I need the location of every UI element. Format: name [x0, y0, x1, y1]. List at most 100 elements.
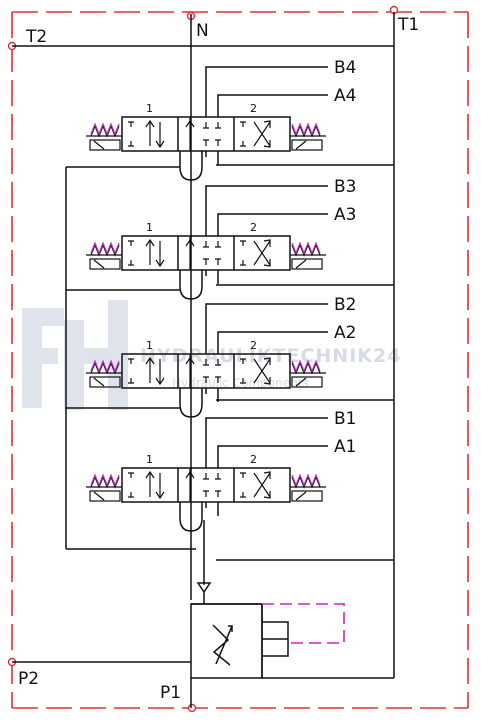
position-label: 1 — [146, 221, 153, 234]
blocked-port — [203, 122, 209, 129]
cross-arrow — [253, 240, 271, 266]
arrow-head — [145, 238, 155, 247]
arrow-head — [263, 471, 271, 479]
blocked-port — [128, 492, 134, 498]
spring-icon — [90, 124, 120, 138]
blocked-port — [215, 241, 221, 248]
blocked-port — [128, 472, 134, 478]
cross-arrow — [253, 472, 271, 498]
position-label: 2 — [250, 221, 257, 234]
arrow-head — [263, 120, 271, 128]
spring-icon — [90, 243, 120, 257]
a-port-label: A4 — [334, 86, 356, 106]
blocked-port — [203, 258, 209, 265]
blocked-port — [215, 376, 221, 383]
solenoid-box — [89, 376, 121, 388]
blocked-port — [215, 473, 221, 480]
blocked-port — [240, 260, 246, 266]
a-line — [217, 213, 328, 236]
bypass-loop — [179, 270, 203, 300]
a-port-label: A2 — [334, 323, 356, 343]
port-label-t2: T2 — [25, 27, 47, 47]
arrow-head — [155, 140, 165, 149]
blocked-port — [128, 260, 134, 266]
port-label-p1: P1 — [160, 683, 181, 703]
arrow-head — [145, 470, 155, 479]
b-port-label: B3 — [334, 177, 356, 197]
blocked-port — [240, 358, 246, 364]
bypass-loop — [179, 502, 203, 532]
blocked-port — [215, 258, 221, 265]
position-label: 1 — [146, 453, 153, 466]
solenoid-line — [93, 140, 105, 150]
solenoid-line — [295, 259, 307, 269]
solenoid-box — [291, 139, 323, 151]
spring-icon — [90, 475, 120, 489]
blocked-port — [215, 490, 221, 497]
blocked-port — [203, 490, 209, 497]
blocked-port — [203, 359, 209, 366]
arrow-head — [263, 377, 271, 385]
cross-arrow — [253, 358, 271, 384]
watermark-brand: HYDRAULIKTECHNIK24 — [140, 345, 401, 367]
arrow-head — [185, 356, 195, 365]
blocked-port — [215, 139, 221, 146]
spring-icon — [291, 122, 321, 136]
blocked-port — [203, 139, 209, 146]
b-port-label: B2 — [334, 295, 356, 315]
solenoid-box — [291, 258, 323, 270]
arrow-head — [263, 491, 271, 499]
spring-icon — [90, 361, 120, 375]
position-label: 2 — [250, 102, 257, 115]
position-label: 2 — [250, 453, 257, 466]
spring-icon — [291, 124, 321, 138]
position-label: 2 — [250, 339, 257, 352]
watermark: HYDRAULIKTECHNIK24 Hydraulic Components — [22, 300, 401, 410]
a-port-label: A1 — [334, 437, 356, 457]
blocked-port — [240, 121, 246, 127]
solenoid-box — [291, 490, 323, 502]
arrow-head — [263, 357, 271, 365]
b-line — [205, 417, 328, 468]
blocked-port — [215, 122, 221, 129]
blocked-port — [128, 358, 134, 364]
arrow-head — [185, 470, 195, 479]
spring-icon — [90, 359, 120, 373]
spring-icon — [291, 243, 321, 257]
blocked-port — [203, 376, 209, 383]
blocked-port — [240, 240, 246, 246]
b-line — [205, 185, 328, 236]
solenoid-line — [295, 140, 307, 150]
spring-icon — [291, 475, 321, 489]
arrow-head — [185, 238, 195, 247]
blocked-port — [128, 240, 134, 246]
solenoid-box — [89, 258, 121, 270]
port-label-t1: T1 — [397, 15, 419, 35]
arrow-head — [263, 140, 271, 148]
b-port-label: B1 — [334, 409, 356, 429]
solenoid-box — [89, 490, 121, 502]
blocked-port — [128, 378, 134, 384]
solenoid-line — [295, 491, 307, 501]
spring-icon — [90, 473, 120, 487]
position-label: 1 — [146, 102, 153, 115]
blocked-port — [240, 492, 246, 498]
arrow-head — [155, 377, 165, 386]
relief-valve — [12, 560, 395, 708]
blocked-port — [240, 141, 246, 147]
blocked-port — [203, 473, 209, 480]
bypass-loop — [179, 388, 203, 418]
blocked-port — [203, 241, 209, 248]
a-line — [217, 445, 328, 468]
spring-icon — [291, 241, 321, 255]
blocked-port — [240, 378, 246, 384]
port-label-p2: P2 — [18, 669, 39, 689]
a-line — [217, 94, 328, 117]
spring-icon — [291, 473, 321, 487]
blocked-port — [128, 141, 134, 147]
